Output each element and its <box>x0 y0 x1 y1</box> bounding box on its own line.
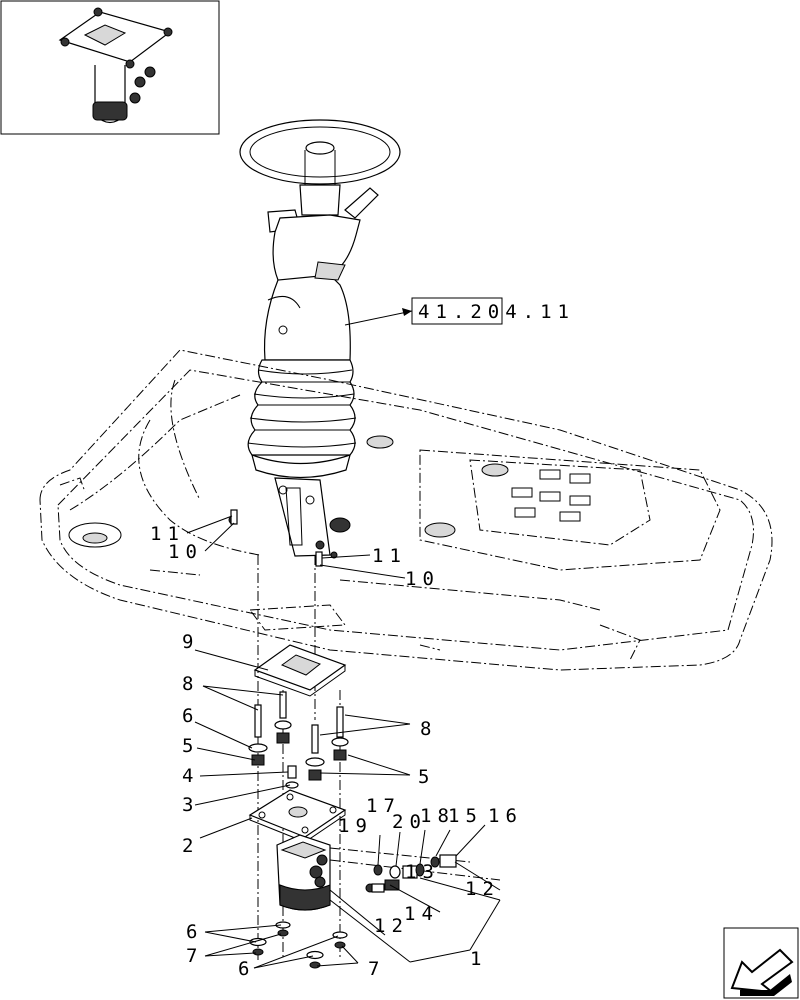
reference-box[interactable] <box>411 297 503 325</box>
callout-12: 12 <box>374 915 409 937</box>
part-1-steering-valve <box>276 834 331 911</box>
callout-2: 2 <box>182 835 199 857</box>
reference-arrowhead <box>402 308 412 316</box>
inset-thumbnail <box>0 0 220 135</box>
switch-panel <box>511 469 591 522</box>
column-mounting-bracket <box>228 477 331 557</box>
callout-15: 15 <box>448 805 483 827</box>
callout-5: 5 <box>182 735 199 757</box>
callout-9: 9 <box>182 631 199 653</box>
steering-boot-bellows <box>247 359 357 479</box>
callout-18: 18 <box>420 805 455 827</box>
reference-leader <box>344 310 413 326</box>
callout-19: 19 <box>338 815 373 837</box>
steering-wheel <box>239 119 401 185</box>
hydraulic-fittings <box>365 854 457 893</box>
leader-lines <box>186 515 501 969</box>
previous-page-arrow-icon[interactable] <box>723 927 799 999</box>
callout-14: 14 <box>404 903 439 925</box>
reference-label: 41.204.11 <box>418 301 575 323</box>
part-8-studs <box>254 691 344 754</box>
fasteners-upper <box>248 720 349 789</box>
callout-10: 10 <box>168 541 203 563</box>
part-9-plate <box>253 644 347 697</box>
cab-floor-platform <box>39 349 773 671</box>
callout-11: 11 <box>372 545 407 567</box>
callout-5: 5 <box>418 766 435 788</box>
callout-3: 3 <box>182 794 199 816</box>
callout-10: 10 <box>405 568 440 590</box>
cab-fasteners-10-11 <box>230 509 338 567</box>
callout-7: 7 <box>186 945 203 967</box>
steering-column <box>263 184 379 361</box>
fasteners-lower <box>249 921 348 969</box>
callout-13: 13 <box>405 861 440 883</box>
callout-6: 6 <box>182 705 199 727</box>
callout-11: 11 <box>150 523 185 545</box>
callout-7: 7 <box>368 958 385 980</box>
callout-12: 12 <box>465 878 500 900</box>
callout-20: 20 <box>392 811 427 833</box>
callout-8: 8 <box>420 718 437 740</box>
floor-rubber-mounts <box>68 435 509 548</box>
part-2-mounting-plate <box>248 789 347 843</box>
callout-numbers: 9 8 8 6 5 5 4 3 2 6 7 6 7 1 11 10 11 10 … <box>150 523 523 980</box>
callout-6: 6 <box>186 921 203 943</box>
callout-16: 16 <box>488 805 523 827</box>
callout-4: 4 <box>182 765 199 787</box>
callout-17: 17 <box>366 795 401 817</box>
callout-1: 1 <box>470 948 487 970</box>
callout-6: 6 <box>238 958 255 980</box>
callout-8: 8 <box>182 673 199 695</box>
